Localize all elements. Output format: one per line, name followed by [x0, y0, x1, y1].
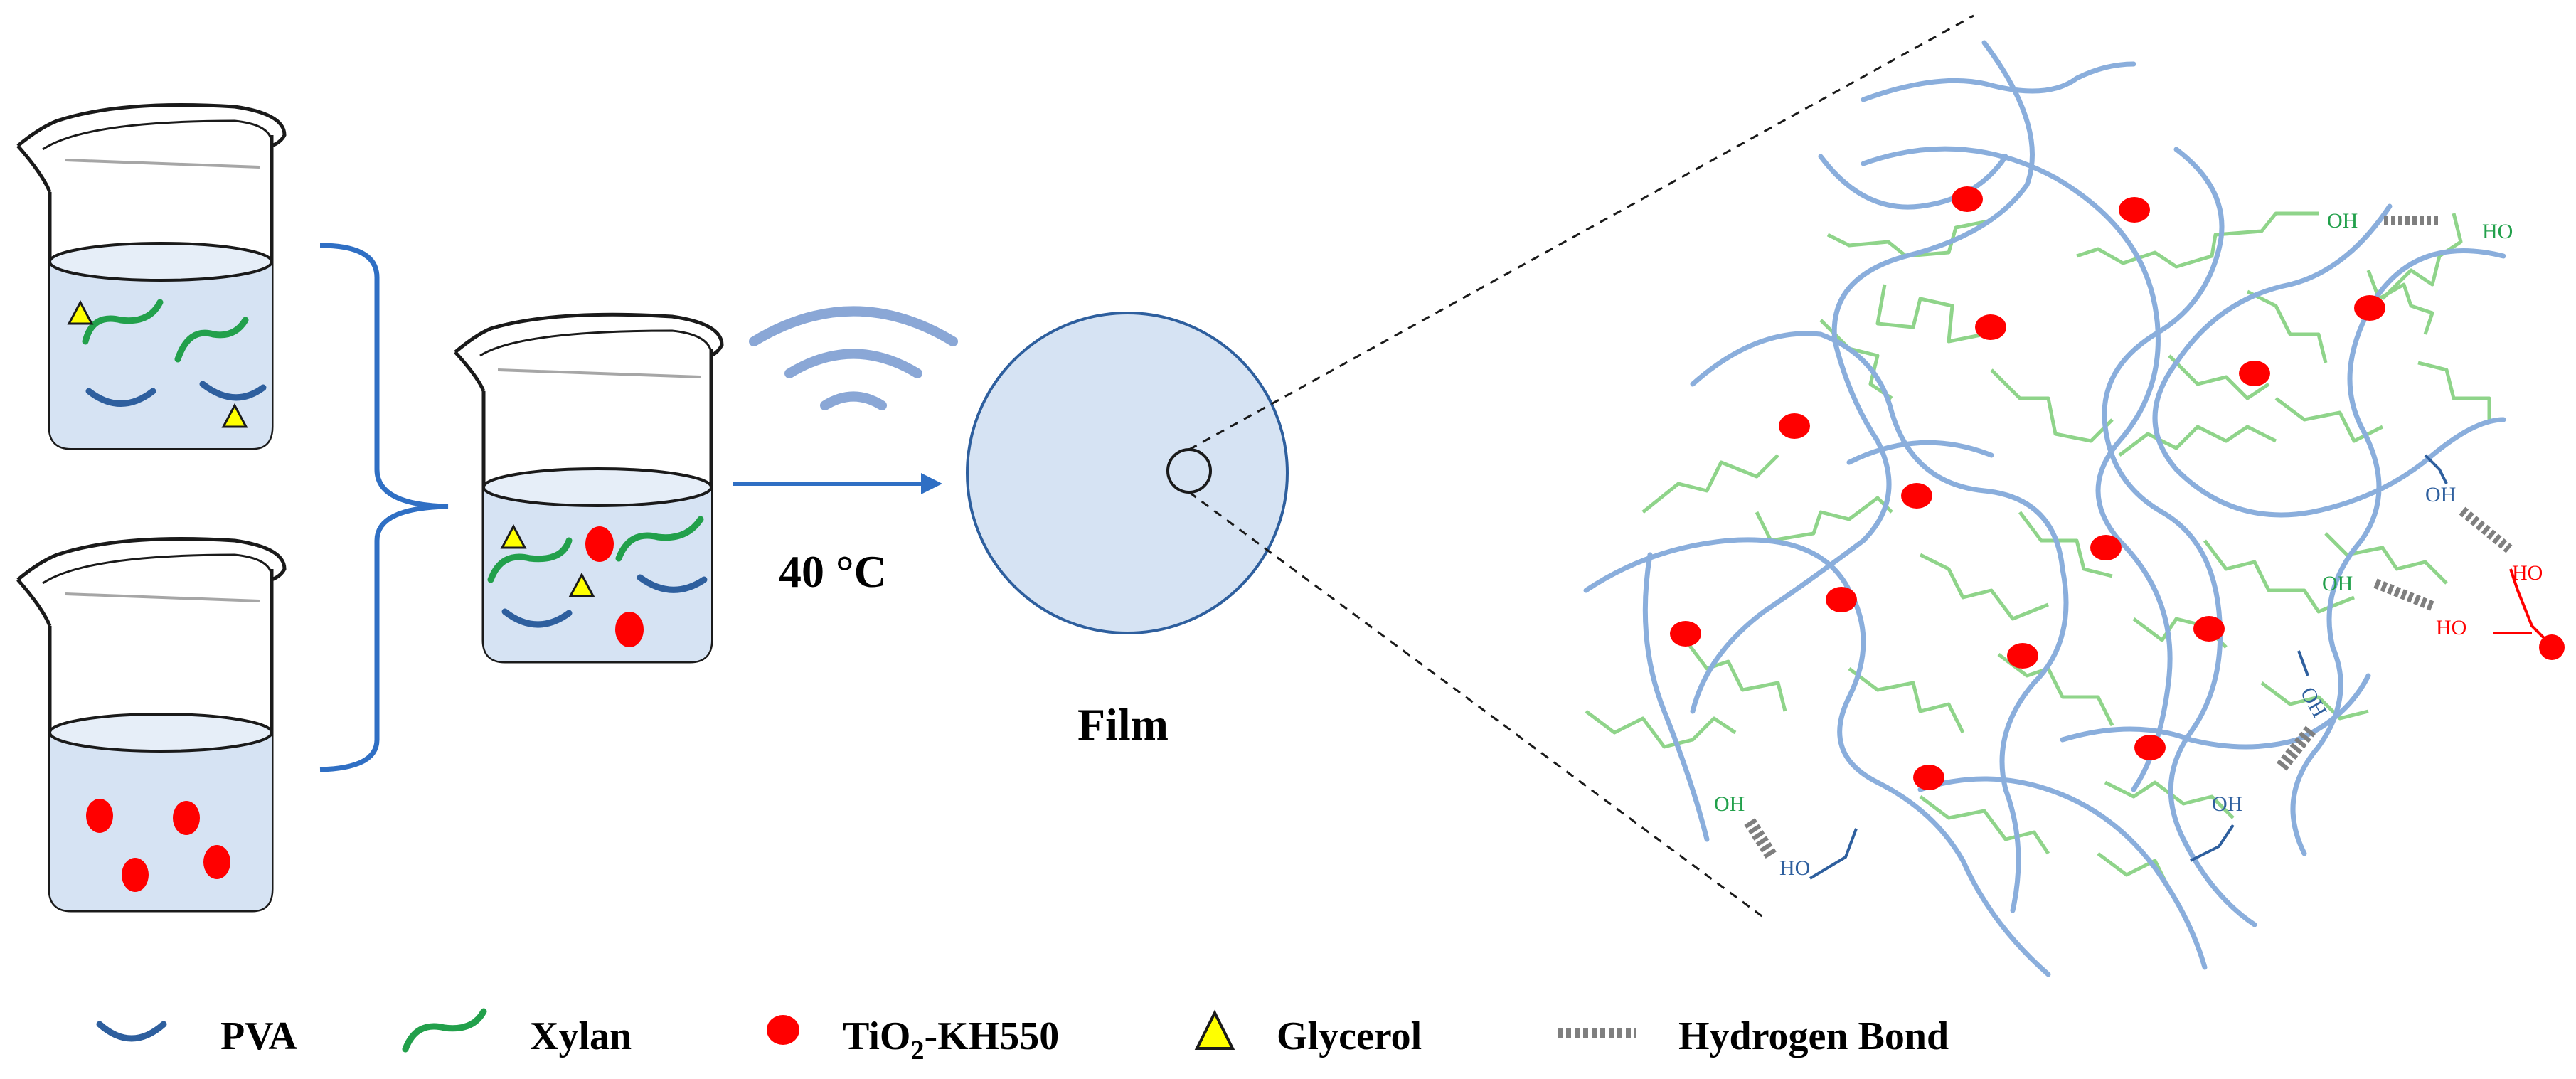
tio2-particle	[2193, 616, 2225, 642]
legend-xylan-icon	[402, 1008, 487, 1053]
tio2-particle	[2134, 735, 2166, 760]
polymer-network: OH HO OH OH HO HO OH OH OH HO	[1583, 40, 2565, 977]
zoom-line-top	[1188, 14, 1974, 451]
beaker-mixture	[454, 312, 724, 664]
glycerol-marker	[500, 523, 527, 549]
tio2-particle	[1975, 314, 2006, 340]
pva-chain	[85, 388, 156, 407]
mixing-bracket	[319, 243, 449, 772]
hydroxyl-label: HO	[1779, 856, 1810, 880]
hydroxyl-label: OH	[2425, 483, 2456, 506]
xylan-chain	[615, 516, 704, 562]
film-label: Film	[1077, 699, 1169, 750]
hydroxyl-label: HO	[2482, 220, 2513, 243]
process-arrow	[733, 473, 942, 494]
xylan-chain	[487, 537, 573, 583]
legend-glycerol-icon	[1194, 1009, 1235, 1050]
tio2-particle	[2354, 295, 2385, 321]
tio2-particle	[615, 612, 644, 647]
legend-pva-label: PVA	[220, 1014, 297, 1058]
xylan-branches	[1585, 211, 2491, 891]
tio2-particle	[1670, 621, 1701, 647]
legend-tio2-icon	[767, 1015, 799, 1045]
tio2-particle	[86, 799, 113, 833]
tio2-particle	[585, 526, 614, 562]
hydroxyl-bond-stubs	[1809, 454, 2551, 880]
hydroxyl-labels: OH HO OH OH HO HO OH OH OH HO	[1714, 209, 2543, 880]
hydroxyl-label: OH	[2296, 683, 2331, 721]
hydrogen-bond-marker	[1744, 818, 1778, 861]
tio2-particle	[1913, 765, 1944, 790]
zoom-line-bottom	[1188, 491, 1765, 919]
tio2-particle	[2090, 535, 2122, 560]
pva-chain	[637, 574, 708, 593]
hydroxyl-label: OH	[2212, 792, 2242, 816]
pva-chains	[1583, 40, 2506, 977]
tio2-particle	[2239, 361, 2270, 386]
glycerol-marker	[221, 403, 248, 428]
tio2-particle	[1826, 587, 1857, 612]
hydroxyl-label: OH	[2327, 209, 2358, 233]
tio2-particle	[1779, 413, 1810, 439]
hydrogen-bond-marker	[2373, 578, 2434, 611]
tio2-particle	[173, 801, 200, 835]
ultrasound-wave-icon	[749, 306, 958, 410]
tio2-particle	[203, 845, 230, 879]
tio2-particle	[2539, 634, 2565, 660]
legend-tio2-label: TiO2-KH550	[843, 1014, 1059, 1065]
tio2-particle	[2007, 643, 2038, 669]
xylan-chain	[174, 317, 249, 363]
glycerol-marker	[568, 572, 595, 597]
hydrogen-bond-marker	[2459, 506, 2513, 553]
tio2-particle	[1952, 186, 1983, 212]
legend-glycerol-label: Glycerol	[1277, 1014, 1422, 1058]
legend-pva-icon	[96, 1021, 167, 1042]
pva-chain	[501, 608, 573, 628]
temperature-label: 40 °C	[779, 546, 887, 597]
glycerol-marker	[67, 299, 94, 325]
film-disc	[966, 312, 1289, 634]
legend-hbond-label: Hydrogen Bond	[1678, 1014, 1949, 1058]
legend-xylan-label: Xylan	[530, 1014, 632, 1058]
tio2-particle	[2119, 197, 2150, 223]
xylan-chain	[82, 299, 164, 345]
tio2-particles	[1670, 186, 2385, 790]
hydroxyl-label: HO	[2436, 616, 2466, 639]
hydroxyl-label: OH	[1714, 792, 1745, 816]
tio2-particle	[1901, 483, 1932, 509]
beaker-pva-xylan-glycerol	[16, 103, 287, 450]
hydroxyl-label: HO	[2512, 561, 2543, 585]
hydrogen-bond-marker	[2276, 725, 2317, 771]
pva-chain	[199, 381, 267, 401]
tio2-particle	[122, 858, 149, 892]
legend: PVA Xylan TiO2-KH550 Glycerol Hydrogen B…	[96, 1008, 1949, 1065]
hydrogen-bonds	[1744, 216, 2513, 861]
beaker-tio2	[16, 537, 287, 913]
hydroxyl-label: OH	[2322, 572, 2353, 595]
